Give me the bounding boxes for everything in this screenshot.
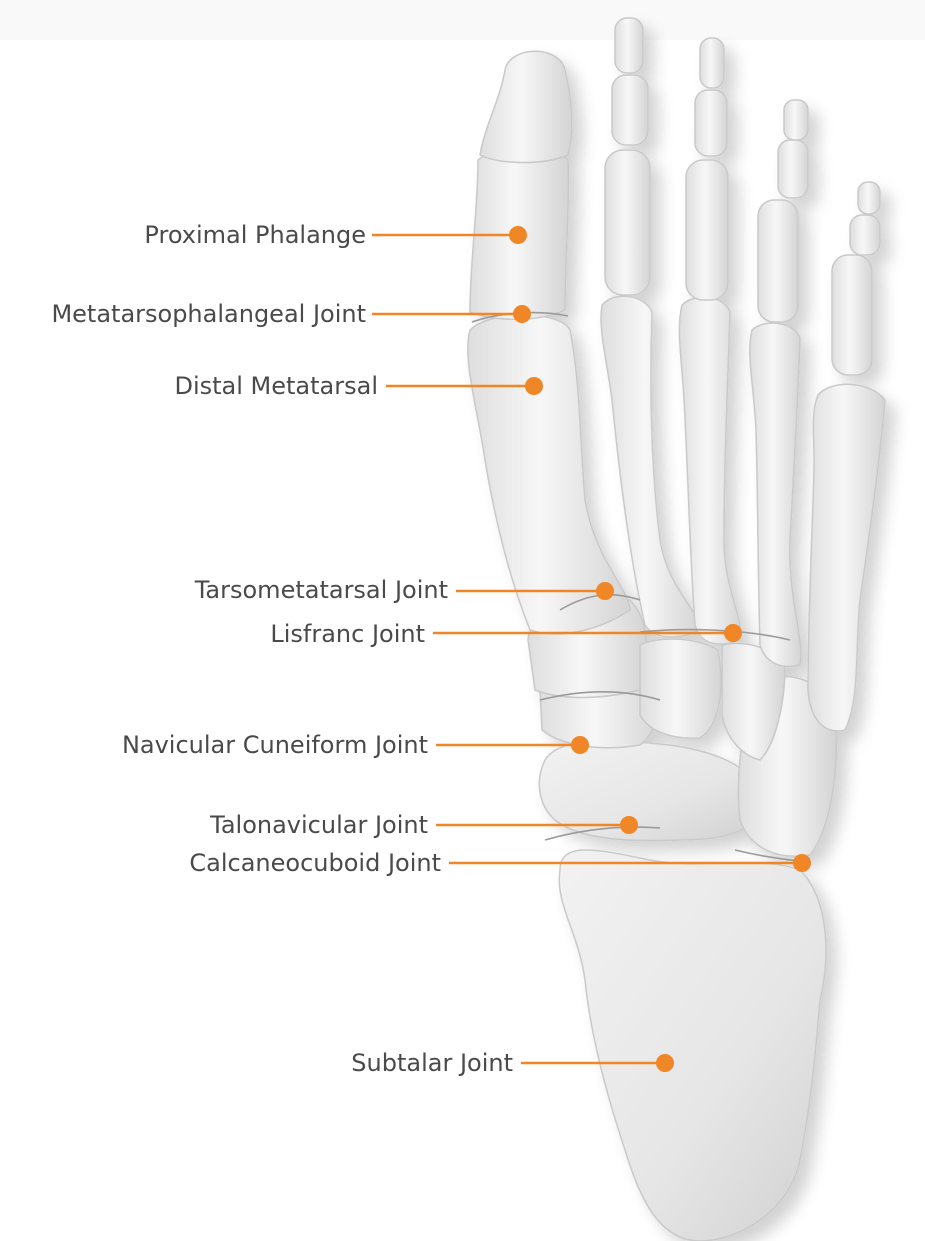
label-calcaneocuboid-joint: Calcaneocuboid Joint — [189, 849, 441, 877]
label-tarsometatarsal-joint: Tarsometatarsal Joint — [195, 576, 448, 604]
marker-dot-subtalar-joint — [656, 1054, 674, 1072]
marker-dot-proximal-phalange — [509, 226, 527, 244]
marker-dot-lisfranc-joint — [724, 624, 742, 642]
label-lisfranc-joint: Lisfranc Joint — [270, 620, 425, 648]
marker-dot-talonavicular-joint — [620, 816, 638, 834]
marker-dot-navicular-cuneiform-joint — [571, 736, 589, 754]
label-proximal-phalange: Proximal Phalange — [144, 221, 366, 249]
label-distal-metatarsal: Distal Metatarsal — [174, 372, 378, 400]
marker-dot-tarsometatarsal-joint — [596, 582, 614, 600]
marker-dot-calcaneocuboid-joint — [793, 854, 811, 872]
label-subtalar-joint: Subtalar Joint — [351, 1049, 513, 1077]
marker-dot-metatarsophalangeal-joint — [513, 305, 531, 323]
marker-dot-distal-metatarsal — [525, 377, 543, 395]
label-navicular-cuneiform-joint: Navicular Cuneiform Joint — [122, 731, 428, 759]
label-metatarsophalangeal-joint: Metatarsophalangeal Joint — [51, 300, 366, 328]
label-talonavicular-joint: Talonavicular Joint — [210, 811, 428, 839]
